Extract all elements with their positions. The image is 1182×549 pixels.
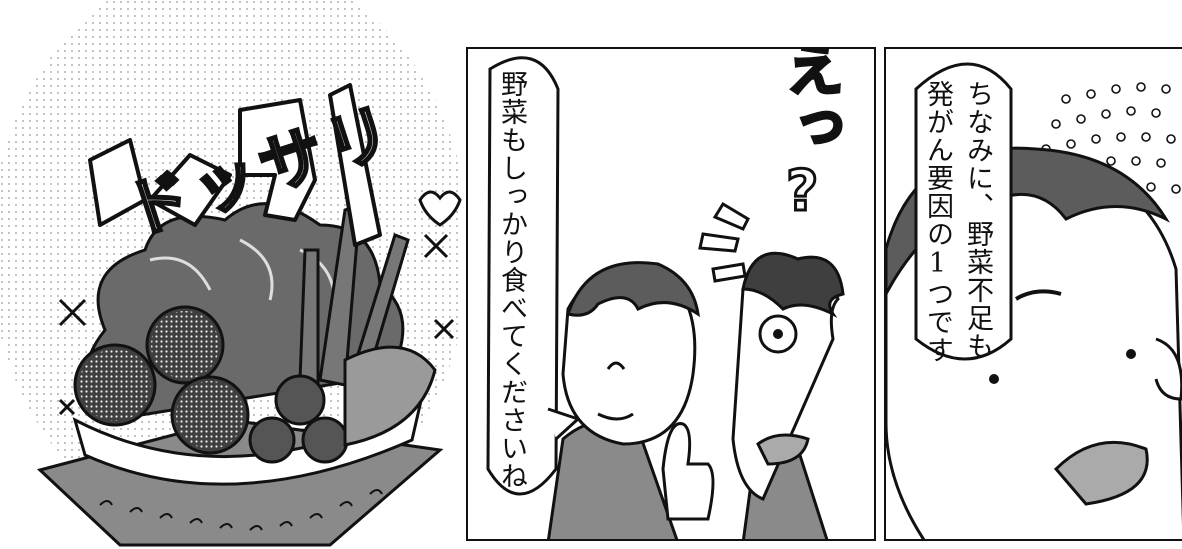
- sfx-question: ?: [784, 158, 820, 226]
- panel-vegetables: ドッサリ: [0, 0, 462, 549]
- sfx-dossari: [88, 83, 382, 247]
- panel3-illustration: [886, 62, 1182, 539]
- sparkles: [58, 198, 455, 416]
- doctor-hair: [566, 261, 700, 318]
- closeup-mouth: [1053, 440, 1149, 506]
- heart-icon: [418, 190, 462, 227]
- man-mouth: [756, 433, 810, 466]
- thumbs-up-hand: [661, 422, 715, 521]
- tomatoes: [248, 374, 349, 464]
- sfx-eh: えっ: [775, 47, 846, 157]
- speech-line-1: ちなみに、野菜不足も: [962, 80, 993, 360]
- bowl: [72, 402, 423, 486]
- surprise-lines: [698, 201, 750, 283]
- man-hair: [741, 251, 845, 318]
- panel-cancer-fact: [884, 47, 1182, 541]
- speech-text-vegetables: 野菜もしっかり食べてくださいね: [496, 70, 527, 490]
- pumpkin-slice: [343, 345, 437, 447]
- speech-bubble: [486, 56, 560, 496]
- vegetable-bowl-illustration: [0, 0, 462, 547]
- panel2-illustration: [486, 56, 845, 539]
- speech-bubble: [914, 62, 1013, 361]
- panel-advice: えっ ?: [466, 47, 876, 541]
- speech-line-2: 発がん要因の1つです: [922, 80, 953, 364]
